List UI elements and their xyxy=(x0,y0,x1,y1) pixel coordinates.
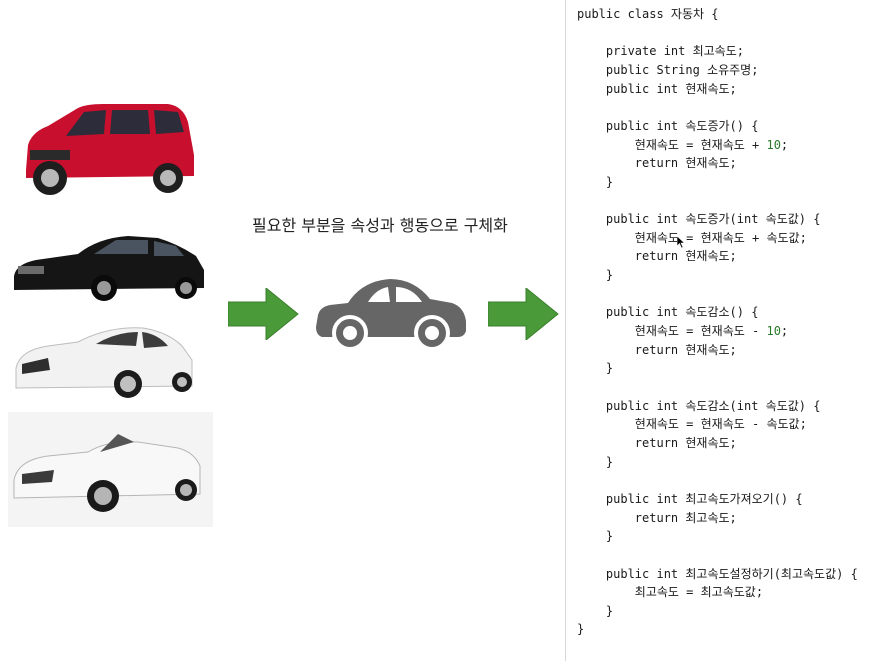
white-convertible-photo xyxy=(8,412,213,527)
code-line: public int 현재속도; xyxy=(577,81,737,96)
code-line: 현재속도 = 현재속도 + 10; xyxy=(577,137,789,152)
arrow-right-icon xyxy=(228,288,299,340)
red-car-photo xyxy=(26,104,194,195)
code-line: 현재속도 = 현재속도 + 속도값; xyxy=(577,230,807,245)
code-line: public int 속도증가() { xyxy=(577,118,759,133)
code-line: } xyxy=(577,622,585,637)
code-panel xyxy=(565,0,870,661)
diagram-caption: 필요한 부분을 속성과 행동으로 구체화 xyxy=(252,216,508,235)
car-icon xyxy=(316,279,466,351)
code-line: 최고속도 = 최고속도값; xyxy=(577,585,764,600)
arrow-right-icon xyxy=(488,288,559,340)
code-line: } xyxy=(577,174,614,189)
code-line: } xyxy=(577,529,614,544)
code-line: return 현재속도; xyxy=(577,156,737,171)
code-line: return 현재속도; xyxy=(577,342,737,357)
code-line: return 현재속도; xyxy=(577,435,737,450)
code-line: public String 소유주명; xyxy=(577,62,759,77)
code-line: 현재속도 = 현재속도 - 10; xyxy=(577,324,789,339)
code-line: } xyxy=(577,268,614,283)
mouse-cursor-icon xyxy=(677,236,685,248)
code-line: public class 자동차 { xyxy=(577,7,719,21)
code-line: 현재속도 = 현재속도 - 속도값; xyxy=(577,417,807,432)
code-line: public int 속도증가(int 속도값) { xyxy=(577,212,821,227)
code-line: public int 속도감소(int 속도값) { xyxy=(577,398,821,413)
white-coupe-photo xyxy=(15,327,193,398)
black-sedan-photo xyxy=(14,236,204,301)
code-line: } xyxy=(577,454,614,469)
code-line: public int 최고속도가져오기() { xyxy=(577,491,803,506)
code-line: public int 최고속도설정하기(최고속도값) { xyxy=(577,566,858,581)
code-line: private int 최고속도; xyxy=(577,44,744,59)
code-line: } xyxy=(577,603,614,618)
code-line: } xyxy=(577,361,614,376)
code-line: return 현재속도; xyxy=(577,249,737,264)
code-line: public int 속도감소() { xyxy=(577,305,759,320)
code-line: return 최고속도; xyxy=(577,510,737,525)
